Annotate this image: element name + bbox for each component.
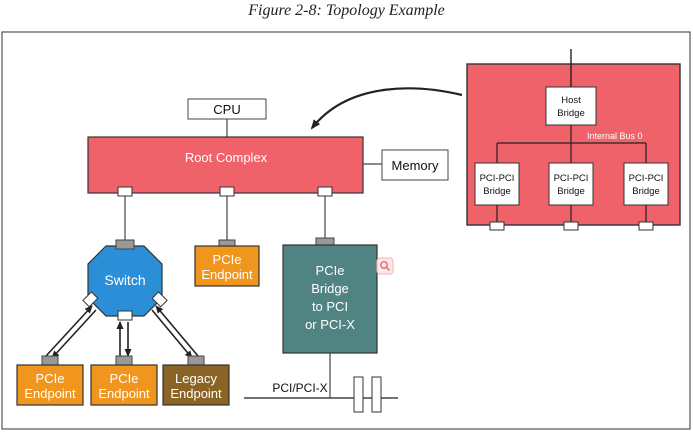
endpoint-left-port [41, 355, 59, 366]
bridge-line2: Bridge [311, 281, 349, 296]
detail-port-3 [638, 221, 654, 231]
endpoint-left-line1: PCIe [36, 371, 65, 386]
detail-port-2 [563, 221, 579, 231]
pci-slot-1 [353, 376, 364, 413]
endpoint-mid-box [90, 364, 158, 406]
pci-pci-bridge-2 [548, 162, 594, 206]
legacy-endpoint-line1: Legacy [175, 371, 217, 386]
endpoint-mid-port [115, 355, 133, 366]
legacy-endpoint-port [187, 355, 205, 366]
endpoint-mid-line1: PCIe [110, 371, 139, 386]
pci-pci-bridge-3 [623, 162, 669, 206]
figure-frame [1, 31, 691, 430]
figure-caption: Figure 2-8: Topology Example [248, 2, 445, 19]
endpoint-top-line1: PCIe [213, 252, 242, 267]
endpoint-mid-line2: Endpoint [98, 386, 150, 401]
magnifier-icon-handle [386, 267, 390, 271]
pci-pci-bridge-1-line2: Bridge [483, 186, 510, 197]
legacy-endpoint-box [162, 364, 230, 406]
endpoint-top-line2: Endpoint [201, 267, 253, 282]
zoom-arrow [310, 87, 463, 130]
bridge-line4: or PCI-X [305, 317, 355, 332]
bridge-line1: PCIe [316, 263, 345, 278]
pci-pci-bridge-2-line1: PCI-PCI [554, 173, 589, 184]
pci-pci-bridge-3-line2: Bridge [632, 186, 659, 197]
root-complex-box [87, 136, 364, 194]
switch-node [87, 245, 163, 317]
pci-pci-bridge-2-line2: Bridge [557, 186, 584, 197]
root-complex-label: Root Complex [185, 150, 268, 165]
link-switch-ep-left-down [51, 309, 97, 359]
endpoint-left-box [16, 364, 84, 406]
bridge-line3: to PCI [312, 299, 348, 314]
pci-pci-bridge-3-line1: PCI-PCI [629, 173, 664, 184]
internal-bus-label: Internal Bus 0 [587, 131, 643, 141]
memory-label: Memory [392, 158, 439, 173]
link-switch-legacy-up [155, 305, 199, 357]
switch-port-down [117, 310, 133, 321]
pci-pci-bridge-1 [474, 162, 520, 206]
switch-port-left [82, 291, 99, 308]
magnifier-icon [380, 261, 388, 269]
switch-label: Switch [104, 272, 145, 288]
endpoint-left-line2: Endpoint [24, 386, 76, 401]
zoom-badge[interactable] [376, 257, 394, 275]
detail-port-1 [489, 221, 505, 231]
host-bridge-line1: Host [561, 95, 581, 106]
link-switch-legacy-down [151, 309, 193, 359]
legacy-endpoint-line2: Endpoint [170, 386, 222, 401]
switch-port-up [115, 239, 135, 250]
host-bridge-box [545, 86, 597, 126]
pci-bus-label: PCI/PCI-X [272, 381, 327, 395]
pci-slot-2 [371, 376, 382, 413]
pci-pci-bridge-1-line1: PCI-PCI [480, 173, 515, 184]
endpoint-top-box [194, 245, 260, 287]
root-port-1 [117, 186, 133, 197]
memory-box [381, 149, 449, 181]
switch-port-right [151, 291, 168, 308]
host-bridge-line2: Bridge [557, 108, 584, 119]
link-switch-ep-left-up [45, 305, 93, 357]
root-port-3 [317, 186, 333, 197]
root-port-2 [219, 186, 235, 197]
cpu-label: CPU [213, 102, 240, 117]
